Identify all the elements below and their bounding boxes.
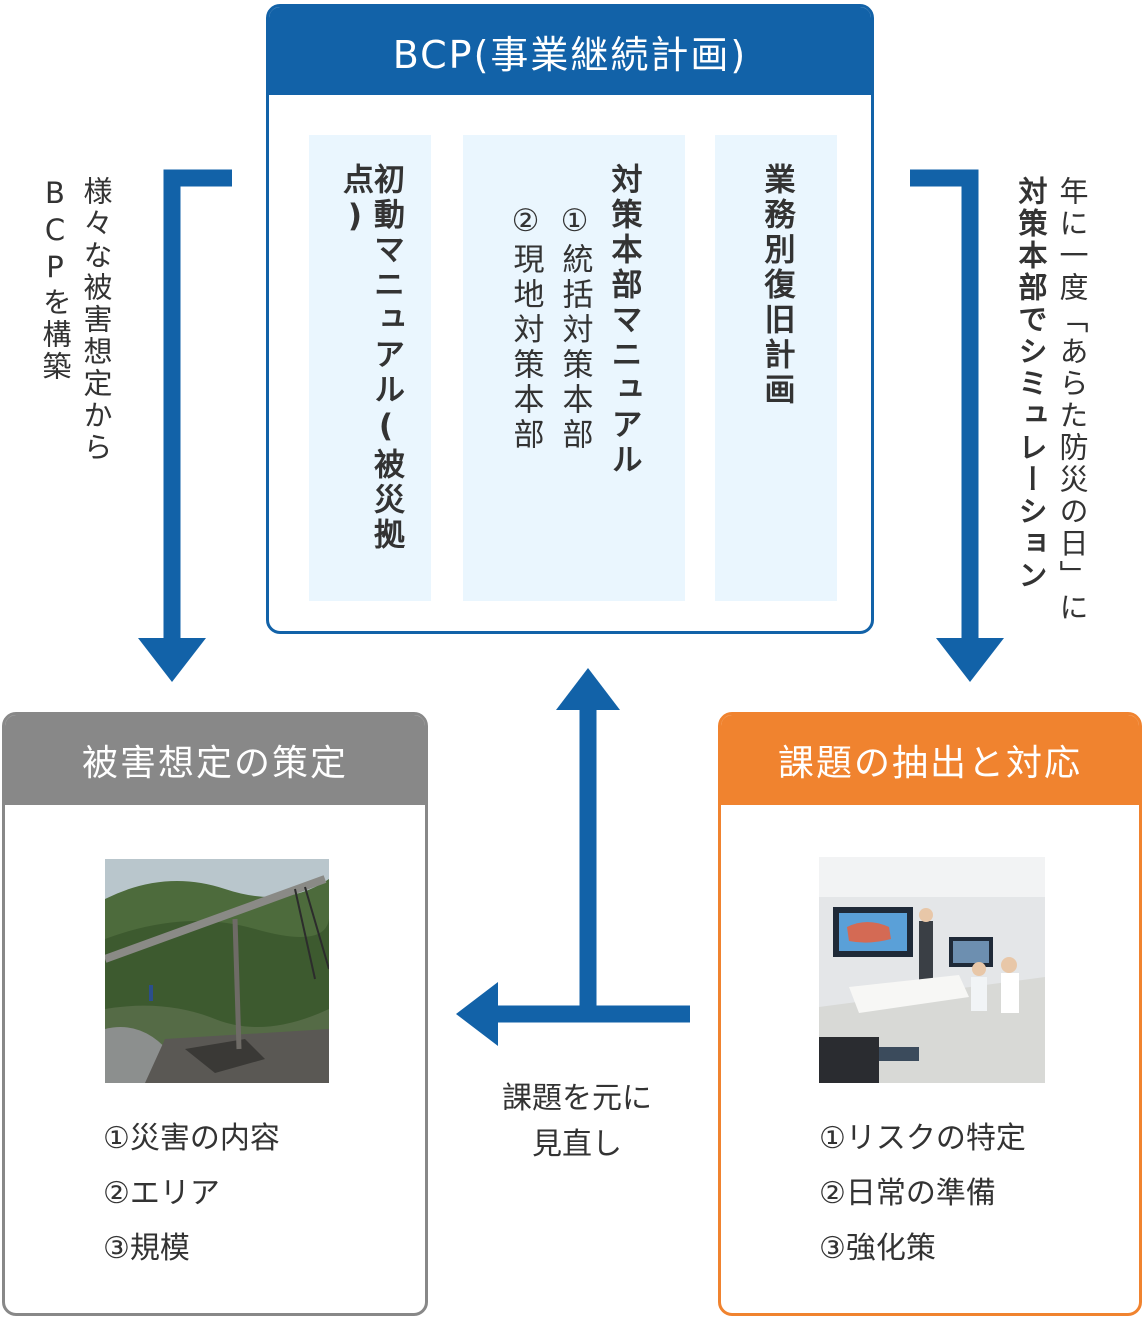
list-item: ①リスクの特定	[819, 1121, 1026, 1156]
right-caption-line-1: 年に一度「あらた防災の日」に	[1055, 176, 1089, 624]
bcp-box: BCP(事業継続計画) 初動マニュアル(被災拠点) 対策本部マニュアル ①統括対…	[266, 4, 874, 634]
center-caption-line-2: 見直し	[532, 1127, 622, 1162]
column-hq-manual: 対策本部マニュアル ①統括対策本部 ②現地対策本部	[463, 135, 685, 601]
center-caption-line-1: 課題を元に	[502, 1081, 652, 1116]
issue-extraction-box: 課題の抽出と対応 ①リスクの特定 ②日常の準備 ③強化策	[718, 712, 1142, 1316]
center-caption: 課題を元に 見直し	[462, 1076, 692, 1168]
column-initial-manual: 初動マニュアル(被災拠点)	[309, 135, 431, 601]
damage-scenario-title: 被害想定の策定	[5, 715, 425, 805]
list-item: ③規模	[103, 1231, 190, 1266]
left-caption-line-2: BCPを構築	[38, 176, 72, 383]
right-caption: 年に一度「あらた防災の日」に 対策本部でシミュレーション	[1014, 176, 1089, 624]
right-caption-line-2: 対策本部でシミュレーション	[1014, 176, 1048, 592]
recovery-plan-text: 業務別復旧計画	[758, 163, 795, 408]
damage-scenario-list: ①災害の内容 ②エリア ③規模	[103, 1111, 280, 1276]
hq-manual-item-1: ①統括対策本部	[556, 203, 593, 453]
list-item: ①災害の内容	[103, 1121, 280, 1156]
initial-manual-text: 初動マニュアル(被災拠点)	[337, 163, 404, 553]
column-recovery-plan: 業務別復旧計画	[715, 135, 837, 601]
hq-manual-title: 対策本部マニュアル	[605, 163, 642, 478]
list-item: ②エリア	[103, 1176, 220, 1211]
left-down-arrow	[138, 169, 232, 682]
damage-scenario-box: 被害想定の策定 ①災害の内容 ②エリア ③規模	[2, 712, 428, 1316]
list-item: ③強化策	[819, 1231, 936, 1266]
left-caption: 様々な被害想定から BCPを構築	[38, 176, 113, 464]
earthquake-damage-photo	[105, 859, 329, 1083]
right-down-arrow	[910, 169, 1004, 682]
bcp-title: BCP(事業継続計画)	[269, 7, 871, 95]
center-feedback-arrow	[456, 668, 690, 1046]
meeting-room-photo	[819, 857, 1045, 1083]
left-caption-line-1: 様々な被害想定から	[79, 176, 113, 464]
issue-extraction-list: ①リスクの特定 ②日常の準備 ③強化策	[819, 1111, 1026, 1276]
hq-manual-item-2: ②現地対策本部	[507, 203, 544, 453]
issue-extraction-title: 課題の抽出と対応	[721, 715, 1139, 805]
list-item: ②日常の準備	[819, 1176, 996, 1211]
